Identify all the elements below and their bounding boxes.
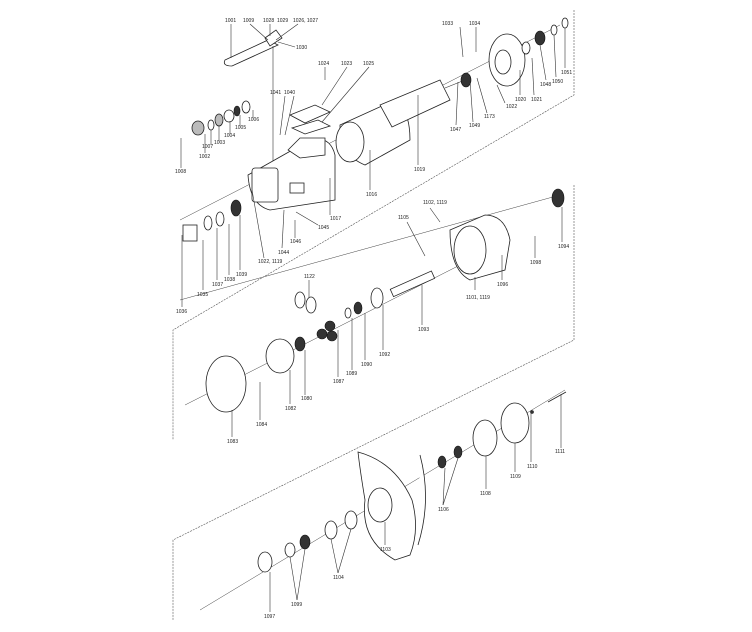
label-1111: 1111 [555,449,565,455]
gear-section [205,188,565,413]
label-1083: 1083 [227,439,238,445]
ring-gear-part [265,338,295,374]
label-1038: 1038 [224,277,235,283]
label-1109: 1109 [510,474,521,480]
label-1002: 1002 [199,154,210,160]
motor-section [182,17,569,242]
label-1097: 1097 [264,614,275,620]
label-1039: 1039 [236,272,247,278]
label-1028: 1028 [263,18,274,24]
label-1017: 1017 [330,216,341,222]
bracket-part [264,29,283,47]
rotor-part [379,79,451,128]
label-1001: 1001 [225,18,236,24]
label-1087: 1087 [333,379,344,385]
label-1080: 1080 [301,396,312,402]
handle-part [223,39,279,67]
plug-part [191,120,205,136]
label-1122: 1122 [304,274,315,280]
propeller-section [257,391,567,573]
label-1023: 1023 [341,61,352,67]
end-plate-part [251,167,279,203]
label-1044: 1044 [278,250,289,256]
label-1008: 1008 [175,169,186,175]
cover-part [289,104,331,124]
label-1101-1119: 1101, 1119 [466,295,490,301]
label-1041: 1041 [270,90,281,96]
label-1051: 1051 [561,70,572,76]
label-1047: 1047 [450,127,461,133]
label-1040: 1040 [284,90,295,96]
label-1108: 1108 [480,491,491,497]
label-1019: 1019 [414,167,425,173]
label-1033: 1033 [442,21,453,27]
section-frames [172,10,575,620]
shaft-part [389,270,436,298]
label-1036: 1036 [176,309,187,315]
label-1098: 1098 [530,260,541,266]
label-1037: 1037 [212,282,223,288]
label-1094: 1094 [558,244,569,250]
label-1030: 1030 [296,45,307,51]
label-1084: 1084 [256,422,267,428]
label-1092: 1092 [379,352,390,358]
flange-part [182,224,198,242]
label-1090: 1090 [361,362,372,368]
cover-plate-part [500,402,530,444]
label-1102-1119: 1102, 1119 [423,200,447,206]
label-1006: 1006 [248,117,259,123]
nameplate-part [289,182,305,194]
label-1103: 1103 [380,547,391,553]
label-1089: 1089 [346,371,357,377]
part-labels: 1001 1009 1028 1029 1026, 1027 1030 1024… [175,18,572,620]
terminal-box-part [287,137,326,159]
label-1035: 1035 [197,292,208,298]
label-1021: 1021 [531,97,542,103]
label-1045: 1045 [318,225,329,231]
label-1034: 1034 [469,21,480,27]
label-1104: 1104 [333,575,344,581]
label-1082: 1082 [285,406,296,412]
label-1099: 1099 [291,602,302,608]
label-1016: 1016 [366,192,377,198]
label-1050: 1050 [552,79,563,85]
gasket-part [290,119,332,135]
label-1025: 1025 [363,61,374,67]
bolt-part [547,391,567,403]
label-1022: 1022 [506,104,517,110]
label-1022-1119: 1022, 1119 [258,259,283,265]
label-1106: 1106 [438,507,449,513]
label-1029: 1029 [277,18,288,24]
oil-drop-minus [294,291,306,309]
label-1173: 1173 [484,114,495,120]
label-1046: 1046 [290,239,301,245]
label-1009: 1009 [243,18,254,24]
o-ring-part-2 [472,419,498,457]
frame-gear [172,185,575,620]
label-1007: 1007 [202,144,213,150]
label-1026-1027: 1026, 1027 [293,18,318,24]
seal-ring-part [257,551,273,573]
seal-part [551,188,565,208]
label-1020: 1020 [515,97,526,103]
label-1024: 1024 [318,61,329,67]
oil-drop-plus [305,296,317,314]
label-1003: 1003 [214,140,225,146]
label-1004: 1004 [224,133,235,139]
label-1049: 1049 [469,123,480,129]
label-1005: 1005 [235,125,246,131]
label-1096: 1096 [497,282,508,288]
label-1093: 1093 [418,327,429,333]
o-ring-part [205,355,247,413]
label-1048: 1048 [540,82,551,88]
label-1105: 1105 [398,215,409,221]
label-1110: 1110 [527,464,538,470]
frame-motor [172,10,575,440]
